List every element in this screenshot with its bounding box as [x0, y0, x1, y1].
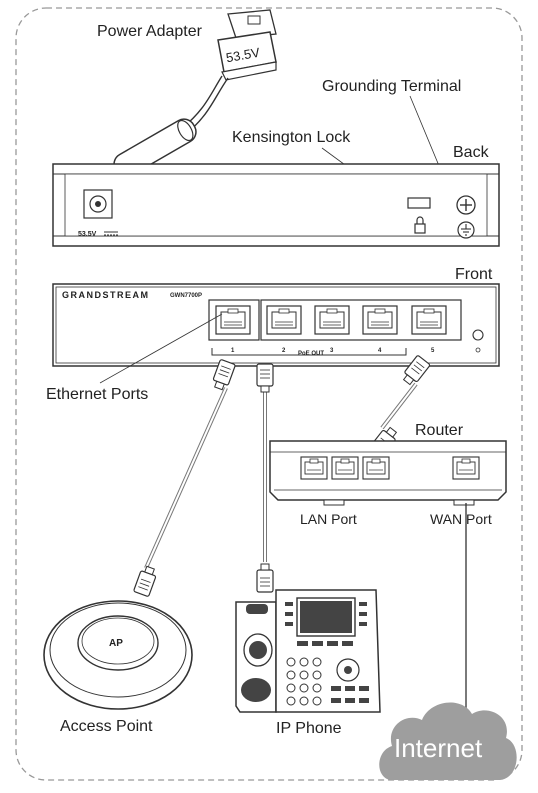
- adapter-voltage-text: 53.5V: [225, 45, 261, 66]
- port-number-4: 4: [378, 348, 382, 354]
- wan-port-label: WAN Port: [430, 511, 492, 527]
- power-adapter-label: Power Adapter: [97, 23, 203, 40]
- router-wan-port[interactable]: [452, 456, 480, 480]
- ethernet-port-3[interactable]: [314, 305, 350, 335]
- cloud-icon: [379, 702, 517, 780]
- status-led: [472, 329, 484, 341]
- back-label: Back: [453, 144, 490, 161]
- front-label: Front: [455, 266, 493, 283]
- back-panel: [52, 163, 500, 247]
- ethernet-port-2[interactable]: [266, 305, 302, 335]
- kensington-slot: [407, 197, 431, 209]
- dc-power-port: [83, 189, 113, 219]
- access-point-label: Access Point: [60, 718, 153, 735]
- grounding-terminal-label: Grounding Terminal: [322, 78, 461, 95]
- ground-symbol-icon: [457, 221, 475, 239]
- router-lan-port-1[interactable]: [300, 456, 328, 480]
- screw-icon: [456, 195, 476, 215]
- router-lan-port-3[interactable]: [362, 456, 390, 480]
- padlock-icon: [414, 216, 426, 234]
- ip-phone-label: IP Phone: [276, 720, 342, 737]
- ethernet-port-5[interactable]: [411, 305, 447, 335]
- kensington-lock-label: Kensington Lock: [232, 129, 351, 146]
- port-number-1: 1: [231, 348, 235, 354]
- ip-phone: [235, 589, 381, 713]
- cable-to-ip-phone: [256, 363, 274, 593]
- access-point: [43, 600, 193, 710]
- back-panel-voltage-text: 53.5V: [78, 231, 97, 238]
- power-adapter: [97, 9, 277, 191]
- cable-to-access-point: [132, 358, 237, 598]
- ethernet-port-1[interactable]: [215, 305, 251, 335]
- ethernet-port-4[interactable]: [362, 305, 398, 335]
- port-number-3: 3: [330, 348, 334, 354]
- internet-label: Internet: [394, 733, 483, 763]
- router-lan-port-2[interactable]: [331, 456, 359, 480]
- brand-text: GRANDSTREAM: [62, 290, 150, 300]
- poe-out-text: PoE OUT: [298, 351, 324, 357]
- dashed-border: [15, 7, 523, 781]
- ethernet-ports-label: Ethernet Ports: [46, 386, 148, 403]
- ap-badge: AP: [109, 638, 123, 649]
- port-number-2: 2: [282, 348, 286, 354]
- ethernet-ports-leader: [99, 313, 223, 384]
- model-text: GWN7700P: [170, 293, 202, 299]
- router-label: Router: [415, 422, 464, 439]
- lan-port-label: LAN Port: [300, 511, 357, 527]
- cable-to-router: [369, 354, 431, 458]
- port-number-5: 5: [431, 348, 435, 354]
